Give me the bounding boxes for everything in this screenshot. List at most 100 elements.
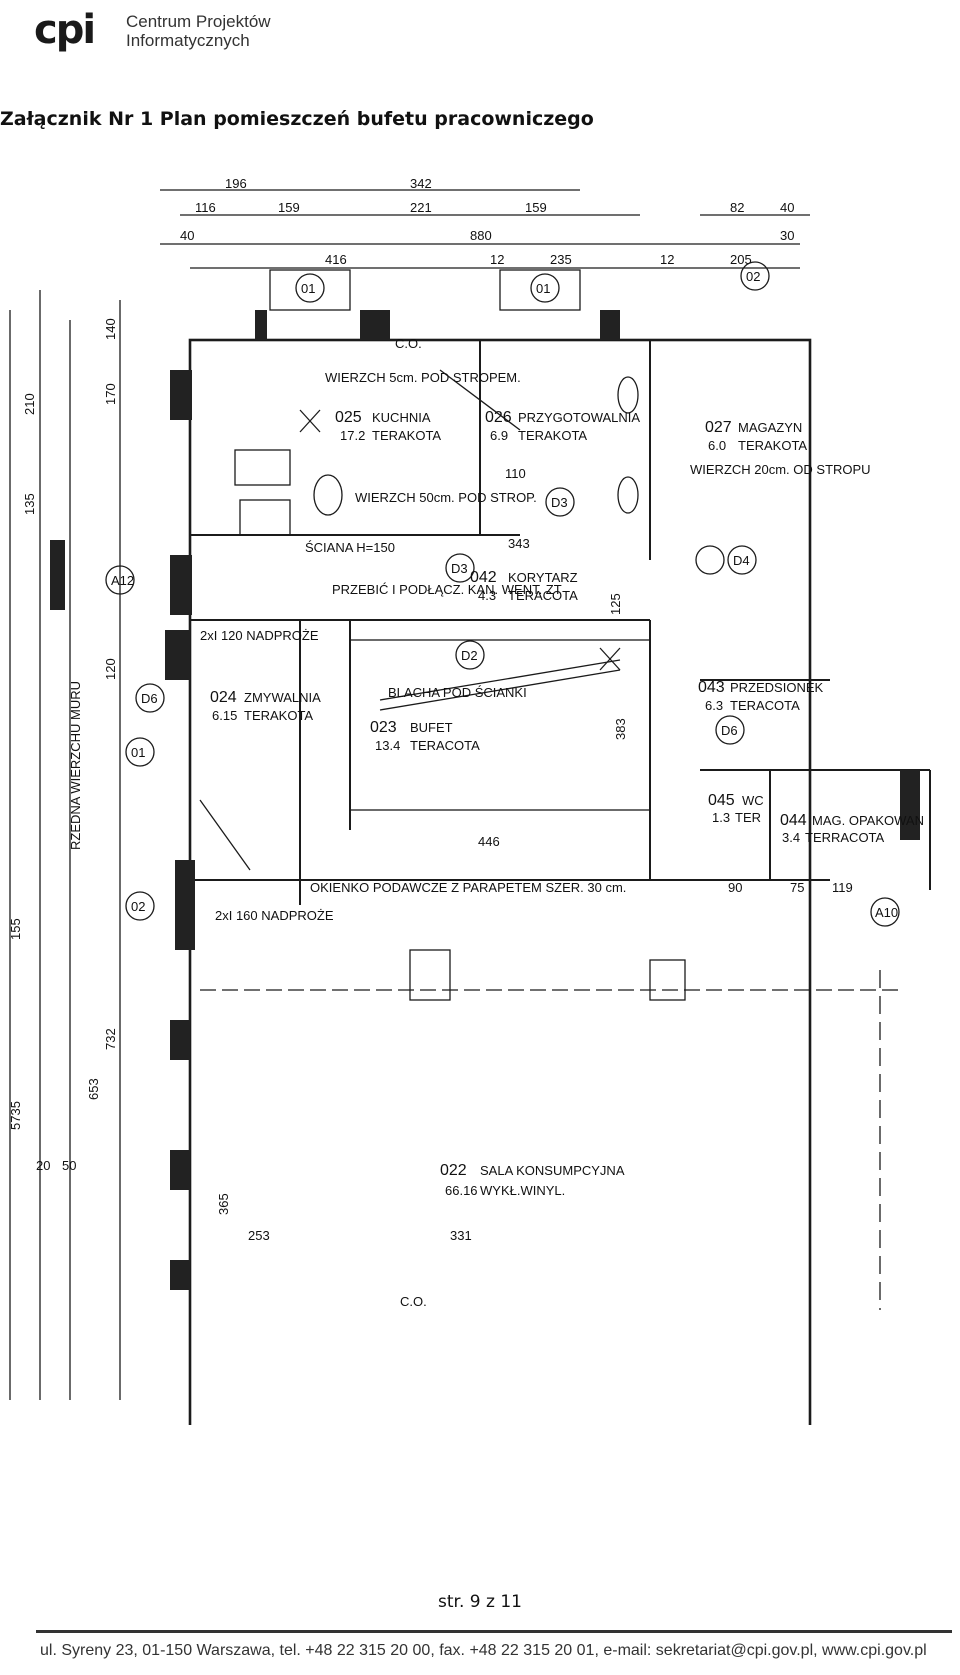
room-042: 042 KORYTARZ 4.3 TERACOTA bbox=[470, 569, 578, 603]
svg-text:MAG. OPAKOWAN: MAG. OPAKOWAN bbox=[812, 813, 924, 828]
dim-left-5: 120 bbox=[103, 658, 118, 680]
page-number: str. 9 z 11 bbox=[438, 1592, 522, 1612]
svg-text:TERACOTA: TERACOTA bbox=[730, 698, 800, 713]
svg-text:022: 022 bbox=[440, 1162, 467, 1179]
footer-divider bbox=[36, 1630, 952, 1633]
svg-text:024: 024 bbox=[210, 689, 237, 706]
note-blacha: BLACHA POD ŚCIANKI bbox=[388, 685, 527, 700]
svg-text:1.3: 1.3 bbox=[712, 810, 730, 825]
note-wierzch-50cm: WIERZCH 50cm. POD STROP. bbox=[355, 490, 537, 505]
svg-text:3.4: 3.4 bbox=[782, 830, 800, 845]
svg-text:027: 027 bbox=[705, 419, 732, 436]
svg-text:6.15: 6.15 bbox=[212, 708, 237, 723]
logo-mark: cpi bbox=[34, 7, 96, 53]
symbol-a12: A12 bbox=[111, 573, 134, 588]
cpi-logo: cpi Centrum Projektów Informatycznych bbox=[34, 8, 324, 56]
svg-text:TERRACOTA: TERRACOTA bbox=[805, 830, 885, 845]
symbol-02-a: 02 bbox=[746, 269, 760, 284]
dim-top-4: 159 bbox=[278, 200, 300, 215]
room-044: 044 MAG. OPAKOWAN 3.4 TERRACOTA bbox=[780, 812, 924, 845]
note-wierzch-5cm: WIERZCH 5cm. POD STROPEM. bbox=[325, 370, 521, 385]
svg-text:042: 042 bbox=[470, 569, 497, 586]
dim-top-1: 196 bbox=[225, 176, 247, 191]
dim-top-10: 880 bbox=[470, 228, 492, 243]
svg-text:KORYTARZ: KORYTARZ bbox=[508, 570, 578, 585]
symbol-d4: D4 bbox=[733, 553, 750, 568]
svg-text:025: 025 bbox=[335, 409, 362, 426]
svg-text:TERAKOTA: TERAKOTA bbox=[518, 428, 587, 443]
dim-top-11: 30 bbox=[780, 228, 794, 243]
dim-inner-5: 253 bbox=[248, 1228, 270, 1243]
symbol-d3-a: D3 bbox=[551, 495, 568, 510]
dim-left-11: 50 bbox=[62, 1158, 76, 1173]
dim-inner-10: 75 bbox=[790, 880, 804, 895]
room-043: 043 PRZEDSIONEK 6.3 TERACOTA bbox=[698, 679, 824, 713]
dim-inner-7: 110 bbox=[505, 466, 526, 481]
dim-inner-8: 125 bbox=[608, 593, 623, 615]
svg-text:4.3: 4.3 bbox=[478, 588, 496, 603]
svg-text:TERACOTA: TERACOTA bbox=[410, 738, 480, 753]
dim-left-10: 20 bbox=[36, 1158, 50, 1173]
document-heading: Załącznik Nr 1 Plan pomieszczeń bufetu p… bbox=[0, 108, 594, 130]
symbol-a10: A10 bbox=[875, 905, 898, 920]
dim-top-7: 82 bbox=[730, 200, 744, 215]
dim-inner-3: 383 bbox=[613, 718, 628, 740]
dim-top-12: 416 bbox=[325, 252, 347, 267]
svg-text:6.0: 6.0 bbox=[708, 438, 726, 453]
dim-left-8: 732 bbox=[103, 1028, 118, 1050]
note-sciana: ŚCIANA H=150 bbox=[305, 540, 395, 555]
dim-inner-2: 446 bbox=[478, 834, 500, 849]
svg-text:TERAKOTA: TERAKOTA bbox=[372, 428, 441, 443]
svg-text:TERAKOTA: TERAKOTA bbox=[244, 708, 313, 723]
dim-top-9: 40 bbox=[180, 228, 194, 243]
room-023: 023 BUFET 13.4 TERACOTA bbox=[370, 719, 480, 753]
dim-top-8: 40 bbox=[780, 200, 794, 215]
dim-top-13: 12 bbox=[490, 252, 504, 267]
svg-text:PRZEDSIONEK: PRZEDSIONEK bbox=[730, 680, 824, 695]
room-026: 026 PRZYGOTOWALNIA 6.9 TERAKOTA bbox=[485, 409, 640, 443]
symbol-d2: D2 bbox=[461, 648, 478, 663]
note-co-top: C.O. bbox=[395, 336, 422, 351]
svg-text:13.4: 13.4 bbox=[375, 738, 400, 753]
dim-inner-1: 343 bbox=[508, 536, 530, 551]
note-nadproze-160: 2xI 160 NADPROŻE bbox=[215, 908, 334, 923]
svg-text:6.9: 6.9 bbox=[490, 428, 508, 443]
room-045: 045 WC 1.3 TER bbox=[708, 792, 764, 825]
dim-left-2: 140 bbox=[103, 318, 118, 340]
svg-text:TER: TER bbox=[735, 810, 761, 825]
dim-left-7: 653 bbox=[86, 1078, 101, 1100]
room-022: 022 SALA KONSUMPCYJNA 66.16 WYKŁ.WINYL. bbox=[440, 1162, 625, 1198]
symbol-01-a: 01 bbox=[301, 281, 315, 296]
dim-top-5: 221 bbox=[410, 200, 432, 215]
logo-line-2: Informatycznych bbox=[126, 31, 250, 50]
note-rzedna: RZEDNA WIERZCHU MURU bbox=[68, 681, 83, 850]
svg-text:MAGAZYN: MAGAZYN bbox=[738, 420, 802, 435]
svg-text:044: 044 bbox=[780, 812, 807, 829]
floor-plan-drawing: 196 342 116 159 221 159 82 40 40 880 30 … bbox=[8, 176, 931, 1425]
logo-text: Centrum Projektów Informatycznych bbox=[126, 12, 271, 50]
dim-top-15: 12 bbox=[660, 252, 674, 267]
dim-left-1: 210 bbox=[22, 393, 37, 415]
dim-top-3: 116 bbox=[195, 200, 216, 215]
svg-text:17.2: 17.2 bbox=[340, 428, 365, 443]
logo-line-1: Centrum Projektów bbox=[126, 12, 271, 31]
dim-left-9: 5735 bbox=[8, 1101, 23, 1130]
symbol-01-c: 01 bbox=[131, 745, 145, 760]
dim-left-3: 170 bbox=[103, 383, 118, 405]
dim-inner-9: 90 bbox=[728, 880, 742, 895]
dim-top-16: 205 bbox=[730, 252, 752, 267]
svg-text:KUCHNIA: KUCHNIA bbox=[372, 410, 431, 425]
footer-address: ul. Syreny 23, 01-150 Warszawa, tel. +48… bbox=[40, 1642, 927, 1659]
svg-text:SALA KONSUMPCYJNA: SALA KONSUMPCYJNA bbox=[480, 1163, 625, 1178]
svg-text:TERAKOTA: TERAKOTA bbox=[738, 438, 807, 453]
symbol-d6-a: D6 bbox=[141, 691, 158, 706]
svg-text:PRZYGOTOWALNIA: PRZYGOTOWALNIA bbox=[518, 410, 640, 425]
note-okienko: OKIENKO PODAWCZE Z PARAPETEM SZER. 30 cm… bbox=[310, 880, 626, 895]
symbol-01-b: 01 bbox=[536, 281, 550, 296]
svg-text:026: 026 bbox=[485, 409, 512, 426]
dim-inner-4: 365 bbox=[216, 1193, 231, 1215]
svg-text:ZMYWALNIA: ZMYWALNIA bbox=[244, 690, 321, 705]
dim-left-6: 155 bbox=[8, 918, 23, 940]
room-024: 024 ZMYWALNIA 6.15 TERAKOTA bbox=[210, 689, 321, 723]
svg-text:BUFET: BUFET bbox=[410, 720, 453, 735]
